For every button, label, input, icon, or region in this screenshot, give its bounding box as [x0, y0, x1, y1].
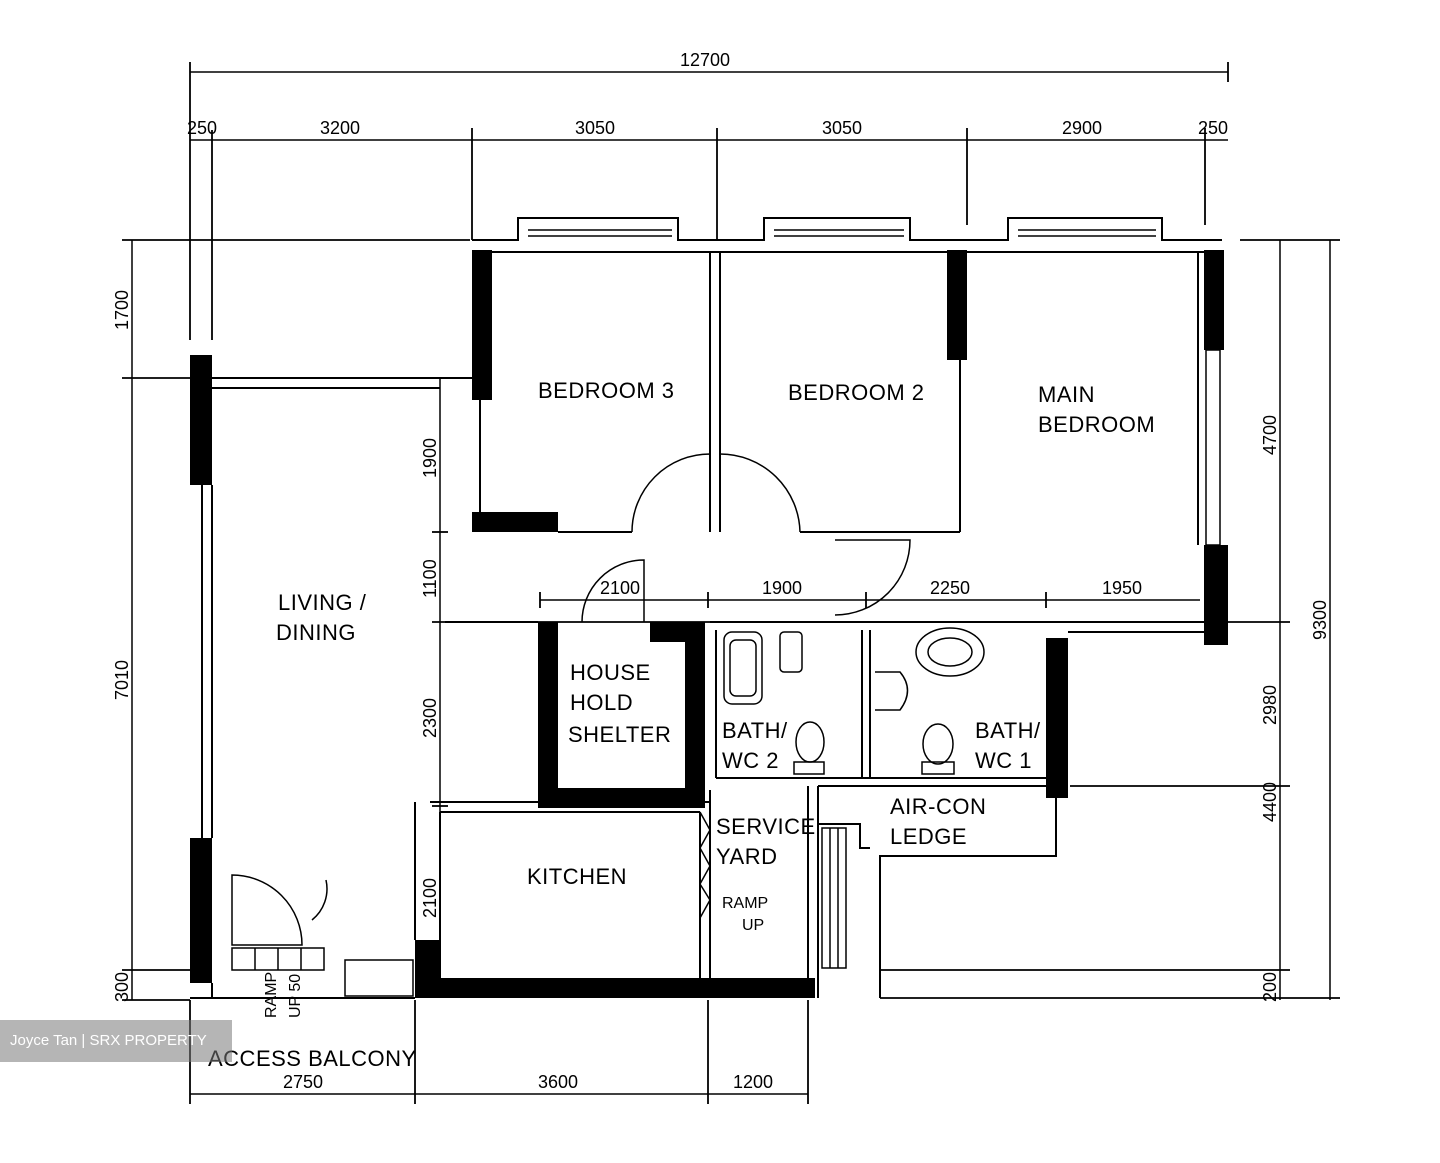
label-shelter-2: HOLD — [570, 690, 633, 715]
label-ramp-entry-1: RAMP — [263, 972, 280, 1018]
dim-right-2980: 2980 — [1260, 685, 1280, 725]
dim-inner-1100: 1100 — [420, 559, 440, 598]
label-bedroom-3: BEDROOM 3 — [538, 378, 675, 403]
bathroom-fixtures — [723, 627, 985, 775]
label-access-balcony: ACCESS BALCONY — [208, 1046, 417, 1071]
dim-inner-1900: 1900 — [420, 438, 440, 478]
label-living-1: LIVING / — [278, 590, 367, 615]
bottom-dimensions: 2750 3600 1200 — [189, 1000, 809, 1104]
doors — [231, 453, 911, 946]
dim-seg-2: 3200 — [320, 118, 360, 138]
dim-right-4400: 4400 — [1260, 782, 1280, 822]
dim-right-9300: 9300 — [1310, 600, 1330, 640]
top-windows — [472, 217, 1222, 253]
partitions — [190, 252, 1228, 999]
dim-left-1700: 1700 — [112, 290, 132, 330]
dim-left-300: 300 — [112, 972, 132, 1002]
label-living-2: DINING — [276, 620, 356, 645]
dim-seg-4: 3050 — [822, 118, 862, 138]
label-aircon-2: LEDGE — [890, 824, 967, 849]
dim-bottom-2750: 2750 — [283, 1072, 323, 1092]
dim-seg-3: 3050 — [575, 118, 615, 138]
label-bath-2-1: BATH/ — [722, 718, 788, 743]
dim-seg-5: 2900 — [1062, 118, 1102, 138]
label-bath-1-2: WC 1 — [975, 748, 1032, 773]
dim-inner-2300: 2300 — [420, 698, 440, 738]
label-ramp-2: UP — [742, 917, 764, 934]
dim-left-7010: 7010 — [112, 660, 132, 700]
dim-mid-2100: 2100 — [600, 578, 640, 598]
dim-mid-1950: 1950 — [1102, 578, 1142, 598]
dim-inner-2100: 2100 — [420, 878, 440, 918]
dim-mid-2250: 2250 — [930, 578, 970, 598]
dim-right-200: 200 — [1260, 972, 1280, 1002]
dim-mid-1900: 1900 — [762, 578, 802, 598]
label-ramp-1: RAMP — [722, 895, 768, 912]
dim-right-4700: 4700 — [1260, 415, 1280, 455]
dim-total-width: 12700 — [680, 50, 730, 70]
right-dimensions: 4700 2980 4400 200 9300 — [880, 239, 1340, 1002]
label-main-bedroom-2: BEDROOM — [1038, 412, 1155, 437]
label-bedroom-2: BEDROOM 2 — [788, 380, 925, 405]
walls — [190, 250, 1228, 998]
label-kitchen: KITCHEN — [527, 864, 627, 889]
label-aircon-1: AIR-CON — [890, 794, 986, 819]
label-bath-1-1: BATH/ — [975, 718, 1041, 743]
label-service-1: SERVICE — [716, 814, 816, 839]
dim-seg-1: 250 — [187, 118, 217, 138]
label-shelter-1: HOUSE — [570, 660, 651, 685]
watermark-text: Joyce Tan | SRX PROPERTY — [10, 1032, 207, 1049]
dim-bottom-3600: 3600 — [538, 1072, 578, 1092]
dim-seg-6: 250 — [1198, 118, 1228, 138]
top-dimensions: 12700 250 3200 3050 3050 2900 250 — [187, 50, 1229, 340]
room-labels: BEDROOM 3 BEDROOM 2 MAIN BEDROOM LIVING … — [208, 378, 1155, 1071]
watermark-band — [0, 1020, 232, 1062]
label-shelter-3: SHELTER — [568, 722, 671, 747]
label-bath-2-2: WC 2 — [722, 748, 779, 773]
label-service-2: YARD — [716, 844, 778, 869]
label-ramp-entry-2: UP 50 — [287, 974, 304, 1018]
mid-dimensions: 2100 1900 2250 1950 — [539, 578, 1200, 608]
dim-bottom-1200: 1200 — [733, 1072, 773, 1092]
label-main-bedroom-1: MAIN — [1038, 382, 1095, 407]
